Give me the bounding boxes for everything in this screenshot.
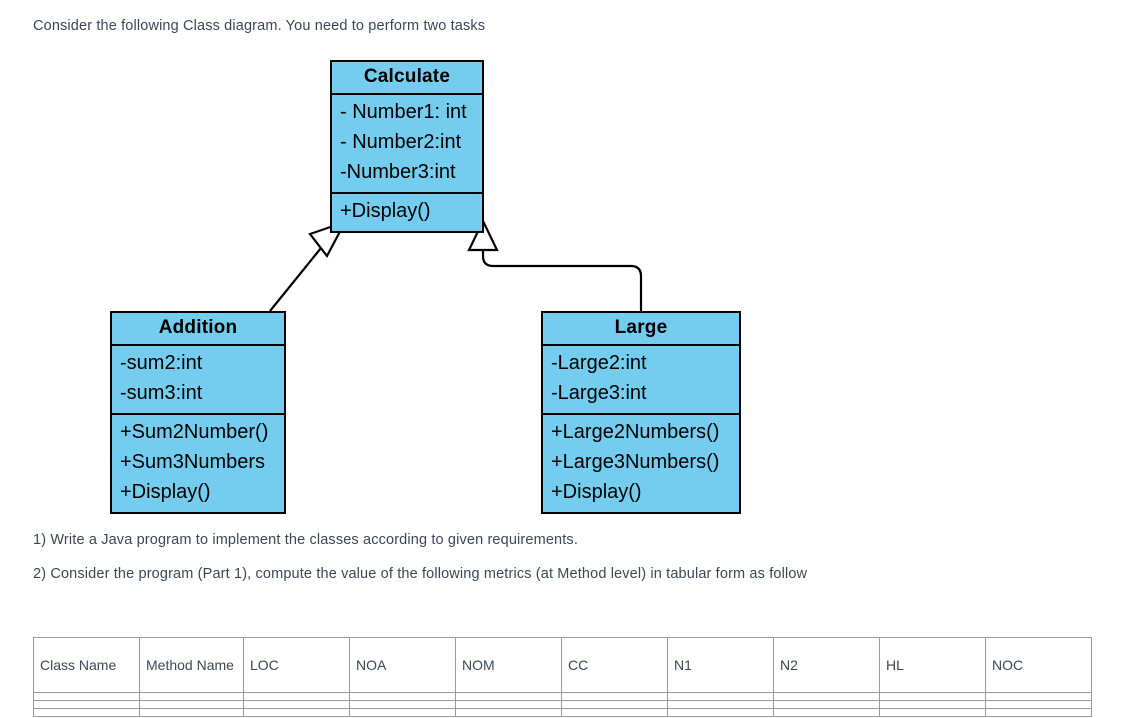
table-row[interactable] <box>33 700 1092 709</box>
metrics-table: Class Name Method Name LOC NOA NOM CC N1… <box>33 637 1092 717</box>
uml-class-diagram: Calculate - Number1: int - Number2:int -… <box>110 60 741 514</box>
uml-class-name-large: Large <box>543 313 739 346</box>
table-cell[interactable] <box>139 700 244 709</box>
table-header-row: Class Name Method Name LOC NOA NOM CC N1… <box>33 637 1092 693</box>
uml-methods-calculate: +Display() <box>332 194 482 231</box>
column-header-n1: N1 <box>667 637 774 693</box>
uml-class-name-addition: Addition <box>112 313 284 346</box>
uml-attributes-addition: -sum2:int -sum3:int <box>112 346 284 415</box>
column-header-loc: LOC <box>243 637 350 693</box>
column-header-class-name: Class Name <box>33 637 140 693</box>
table-cell[interactable] <box>139 708 244 717</box>
uml-attribute: - Number1: int <box>340 100 467 123</box>
uml-method: +Large3Numbers() <box>551 450 720 473</box>
uml-class-large[interactable]: Large -Large2:int -Large3:int +Large2Num… <box>541 311 741 514</box>
table-cell[interactable] <box>985 708 1092 717</box>
column-header-noc: NOC <box>985 637 1092 693</box>
uml-attributes-large: -Large2:int -Large3:int <box>543 346 739 415</box>
table-cell[interactable] <box>773 708 880 717</box>
intro-text: Consider the following Class diagram. Yo… <box>33 18 486 34</box>
uml-method: +Display() <box>340 199 431 222</box>
task-1-text: 1) Write a Java program to implement the… <box>33 532 578 548</box>
uml-attribute: -Number3:int <box>340 160 456 183</box>
table-cell[interactable] <box>243 692 350 701</box>
table-cell[interactable] <box>879 708 986 717</box>
uml-method: +Display() <box>551 480 642 503</box>
table-cell[interactable] <box>561 700 668 709</box>
table-cell[interactable] <box>139 692 244 701</box>
column-header-nom: NOM <box>455 637 562 693</box>
task-2-text: 2) Consider the program (Part 1), comput… <box>33 566 808 582</box>
table-row[interactable] <box>33 692 1092 701</box>
table-cell[interactable] <box>561 692 668 701</box>
table-cell[interactable] <box>879 692 986 701</box>
uml-class-addition[interactable]: Addition -sum2:int -sum3:int +Sum2Number… <box>110 311 286 514</box>
table-cell[interactable] <box>667 692 774 701</box>
uml-method: +Large2Numbers() <box>551 420 720 443</box>
table-cell[interactable] <box>349 692 456 701</box>
table-cell[interactable] <box>243 708 350 717</box>
table-cell[interactable] <box>455 708 562 717</box>
table-cell[interactable] <box>349 708 456 717</box>
table-cell[interactable] <box>985 692 1092 701</box>
uml-attributes-calculate: - Number1: int - Number2:int -Number3:in… <box>332 95 482 194</box>
uml-class-calculate[interactable]: Calculate - Number1: int - Number2:int -… <box>330 60 484 233</box>
column-header-method-name: Method Name <box>139 637 244 693</box>
generalization-line-addition <box>269 247 322 312</box>
uml-method: +Sum3Numbers <box>120 450 266 473</box>
table-cell[interactable] <box>667 700 774 709</box>
uml-attribute: -sum3:int <box>120 381 203 404</box>
generalization-large-to-calculate <box>467 218 643 311</box>
uml-attribute: -sum2:int <box>120 351 203 374</box>
column-header-n2: N2 <box>773 637 880 693</box>
table-cell[interactable] <box>773 700 880 709</box>
uml-attribute: -Large3:int <box>551 381 647 404</box>
table-cell[interactable] <box>243 700 350 709</box>
table-cell[interactable] <box>455 692 562 701</box>
column-header-hl: HL <box>879 637 986 693</box>
table-cell[interactable] <box>33 708 140 717</box>
table-cell[interactable] <box>667 708 774 717</box>
table-cell[interactable] <box>349 700 456 709</box>
column-header-noa: NOA <box>349 637 456 693</box>
table-cell[interactable] <box>985 700 1092 709</box>
uml-method: +Display() <box>120 480 211 503</box>
table-cell[interactable] <box>33 692 140 701</box>
column-header-cc: CC <box>561 637 668 693</box>
uml-method: +Sum2Number() <box>120 420 269 443</box>
table-row[interactable] <box>33 708 1092 717</box>
table-cell[interactable] <box>879 700 986 709</box>
generalization-line-large <box>481 250 643 311</box>
table-cell[interactable] <box>561 708 668 717</box>
table-cell[interactable] <box>455 700 562 709</box>
generalization-addition-to-calculate <box>269 220 348 312</box>
uml-attribute: -Large2:int <box>551 351 647 374</box>
uml-attribute: - Number2:int <box>340 130 462 153</box>
uml-class-name-calculate: Calculate <box>332 62 482 95</box>
table-cell[interactable] <box>773 692 880 701</box>
uml-methods-large: +Large2Numbers() +Large3Numbers() +Displ… <box>543 415 739 512</box>
table-cell[interactable] <box>33 700 140 709</box>
uml-methods-addition: +Sum2Number() +Sum3Numbers +Display() <box>112 415 284 512</box>
